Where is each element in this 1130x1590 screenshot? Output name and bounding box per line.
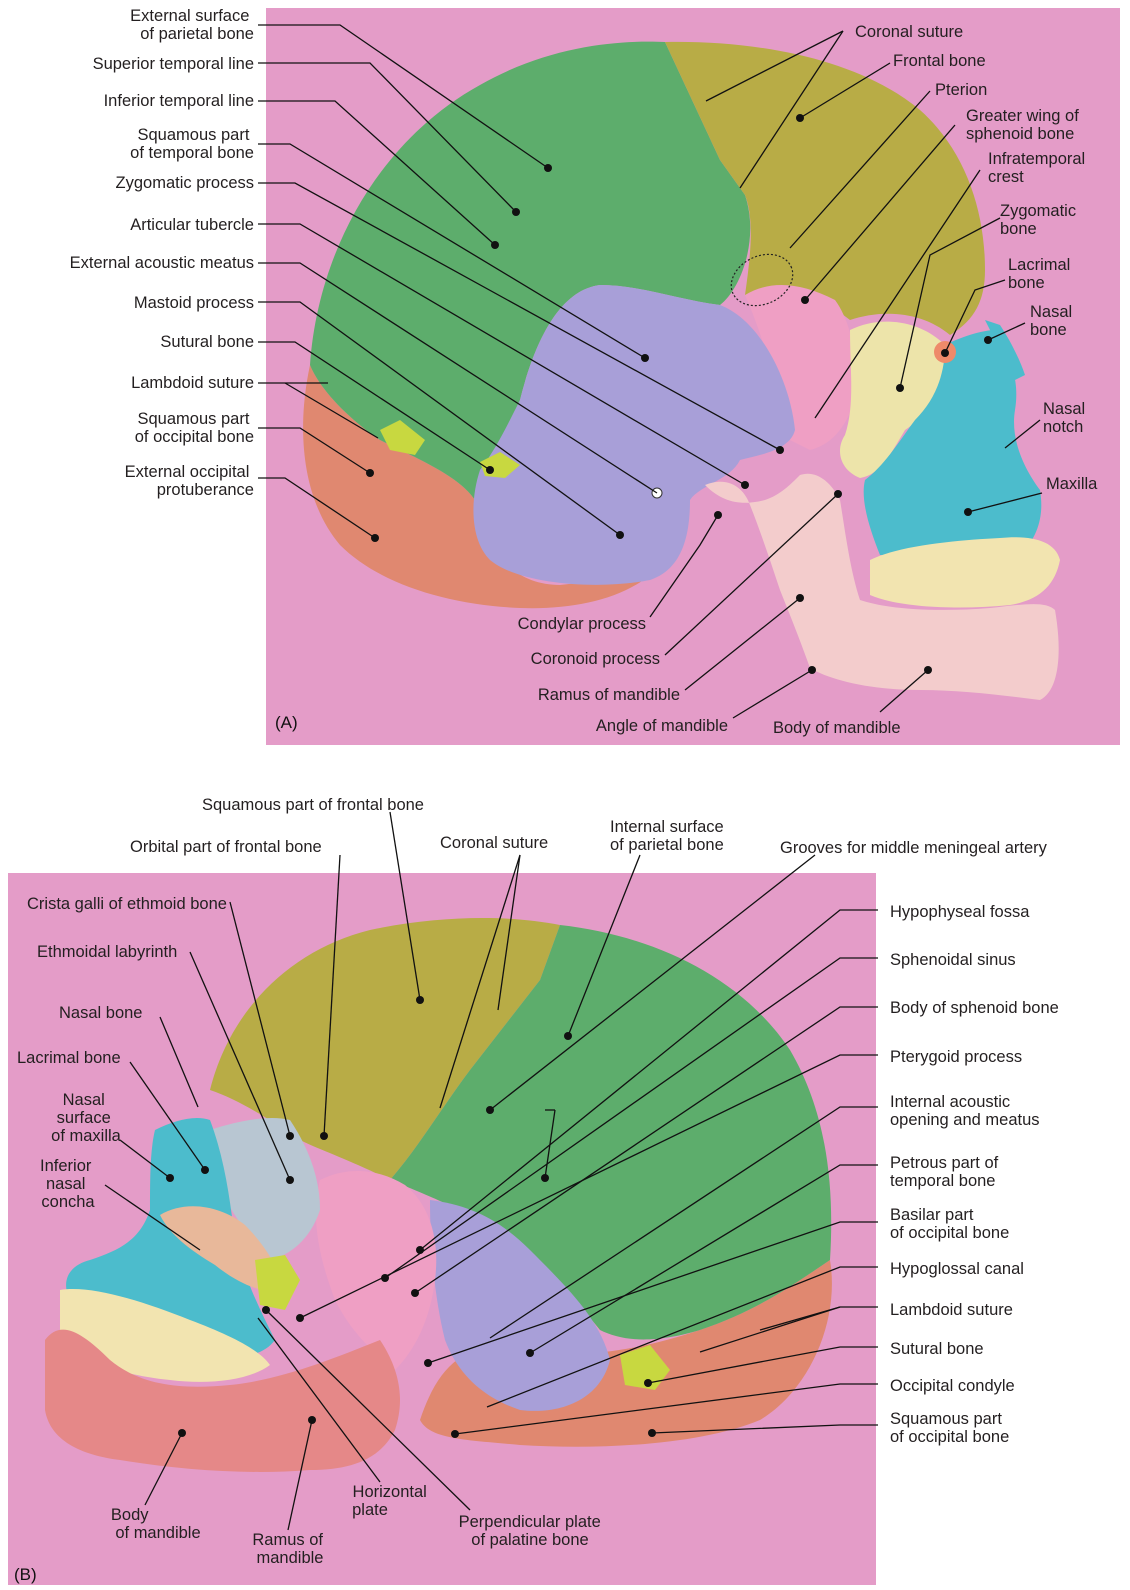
label-external-acoustic-meatus: External acoustic meatus bbox=[70, 254, 254, 272]
label-orbital-frontal: Orbital part of frontal bone bbox=[130, 838, 322, 856]
panel-b: Squamous part of frontal bone Orbital pa… bbox=[8, 796, 1059, 1585]
label-grooves-middle-meningeal: Grooves for middle meningeal artery bbox=[780, 839, 1048, 857]
label-squamous-occipital: Squamous part of occipital bone bbox=[135, 410, 254, 446]
label-pterygoid-process: Pterygoid process bbox=[890, 1048, 1022, 1066]
label-external-surface-parietal: External surface of parietal bone bbox=[130, 7, 254, 43]
label-hypoglossal-canal: Hypoglossal canal bbox=[890, 1260, 1024, 1278]
panel-a: External surface of parietal bone Superi… bbox=[70, 7, 1120, 745]
label-sphenoidal-sinus: Sphenoidal sinus bbox=[890, 951, 1016, 969]
label-internal-surface-parietal: Internal surface of parietal bone bbox=[610, 818, 728, 854]
label-squamous-occipital-b: Squamous part of occipital bone bbox=[890, 1410, 1009, 1446]
label-basilar-occipital: Basilar part of occipital bone bbox=[890, 1206, 1009, 1242]
label-body-of-sphenoid: Body of sphenoid bone bbox=[890, 999, 1059, 1017]
label-sutural-bone: Sutural bone bbox=[160, 333, 254, 351]
label-frontal-bone: Frontal bone bbox=[893, 52, 986, 70]
label-squamous-temporal: Squamous part of temporal bone bbox=[130, 126, 254, 162]
label-mastoid-process: Mastoid process bbox=[134, 294, 254, 312]
label-crista-galli: Crista galli of ethmoid bone bbox=[27, 895, 227, 913]
label-occipital-condyle: Occipital condyle bbox=[890, 1377, 1015, 1395]
label-body-of-mandible: Body of mandible bbox=[773, 719, 901, 737]
label-coronoid-process: Coronoid process bbox=[531, 650, 660, 668]
label-ramus-of-mandible-b: Ramus of mandible bbox=[252, 1531, 327, 1567]
label-ramus-of-mandible: Ramus of mandible bbox=[538, 686, 680, 704]
label-squamous-frontal: Squamous part of frontal bone bbox=[202, 796, 424, 814]
label-hypophyseal-fossa: Hypophyseal fossa bbox=[890, 903, 1030, 921]
label-articular-tubercle: Articular tubercle bbox=[130, 216, 254, 234]
label-pterion: Pterion bbox=[935, 81, 987, 99]
label-greater-wing-sphenoid: Greater wing of sphenoid bone bbox=[966, 107, 1083, 143]
label-lacrimal-bone-b: Lacrimal bone bbox=[17, 1049, 121, 1067]
label-maxilla: Maxilla bbox=[1046, 475, 1098, 493]
label-superior-temporal-line: Superior temporal line bbox=[93, 55, 254, 73]
label-nasal-bone-b: Nasal bone bbox=[59, 1004, 142, 1022]
label-coronal-suture: Coronal suture bbox=[855, 23, 963, 41]
label-internal-acoustic: Internal acoustic opening and meatus bbox=[890, 1093, 1040, 1129]
panel-b-tag: (B) bbox=[14, 1565, 37, 1584]
label-sutural-bone-b: Sutural bone bbox=[890, 1340, 984, 1358]
label-nasal-notch: Nasal notch bbox=[1043, 400, 1090, 436]
label-lambdoid-suture: Lambdoid suture bbox=[131, 374, 254, 392]
label-angle-of-mandible: Angle of mandible bbox=[596, 717, 728, 735]
label-inferior-nasal-concha: Inferior nasal concha bbox=[40, 1157, 96, 1211]
label-ethmoidal-labyrinth: Ethmoidal labyrinth bbox=[37, 943, 177, 961]
label-external-occipital-protuberance: External occipital protuberance bbox=[125, 463, 254, 499]
label-petrous-temporal: Petrous part of temporal bone bbox=[890, 1154, 1003, 1190]
label-lambdoid-suture-b: Lambdoid suture bbox=[890, 1301, 1013, 1319]
label-coronal-suture-b: Coronal suture bbox=[440, 834, 548, 852]
label-zygomatic-process: Zygomatic process bbox=[116, 174, 254, 192]
label-condylar-process: Condylar process bbox=[518, 615, 646, 633]
label-perpendicular-plate: Perpendicular plate of palatine bone bbox=[459, 1513, 606, 1549]
panel-a-tag: (A) bbox=[275, 713, 298, 732]
label-inferior-temporal-line: Inferior temporal line bbox=[104, 92, 254, 110]
